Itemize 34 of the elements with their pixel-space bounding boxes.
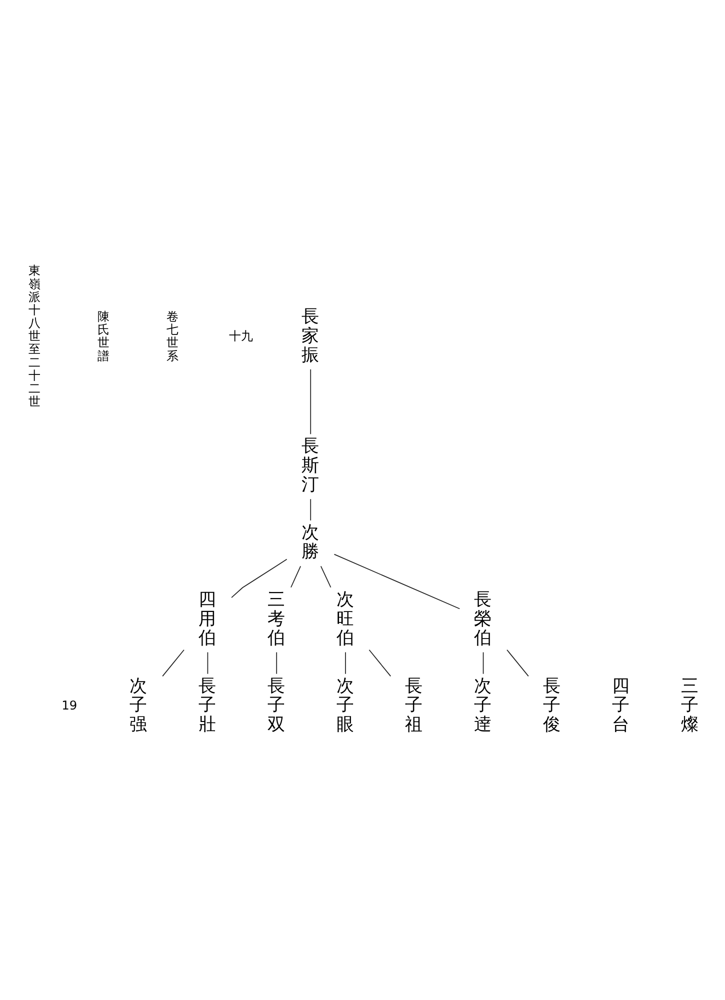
label: 陳氏世譜 — [97, 310, 110, 363]
node-text: 三考伯 — [267, 590, 284, 648]
connector — [334, 554, 460, 610]
connector — [368, 649, 392, 677]
node-text: 次旺伯 — [336, 590, 354, 648]
node-text: 長榮伯 — [474, 590, 492, 648]
connector — [506, 649, 529, 677]
connector — [310, 498, 312, 521]
connector — [290, 566, 302, 588]
node-text: 三子燦 — [680, 676, 698, 735]
label: 東嶺派十八世至二十二世 — [28, 264, 40, 409]
node-text: 長子祖 — [405, 676, 422, 735]
label: 19 — [62, 698, 78, 712]
node-text: 四子台 — [612, 676, 629, 735]
label: 卷七世系 — [166, 310, 178, 363]
node-text: 四用伯 — [198, 590, 216, 648]
node-text: 長斯汀 — [301, 436, 318, 495]
connector — [276, 652, 278, 674]
connector — [345, 652, 346, 674]
connector — [482, 652, 484, 674]
label: 十九 — [229, 329, 254, 344]
node-text: 次子眼 — [336, 676, 354, 735]
connector — [310, 368, 312, 435]
node-text: 次子逹 — [474, 676, 492, 735]
node-text: 長子双 — [267, 676, 284, 735]
connector — [320, 566, 332, 588]
node-text: 次子强 — [130, 676, 147, 735]
node-text: 次勝 — [301, 522, 318, 562]
connector — [231, 558, 288, 598]
node-text: 長家振 — [301, 307, 318, 366]
connector — [207, 652, 208, 674]
connector — [162, 649, 184, 677]
node-text: 長子俊 — [543, 676, 560, 735]
node-text: 長子壯 — [198, 676, 216, 735]
